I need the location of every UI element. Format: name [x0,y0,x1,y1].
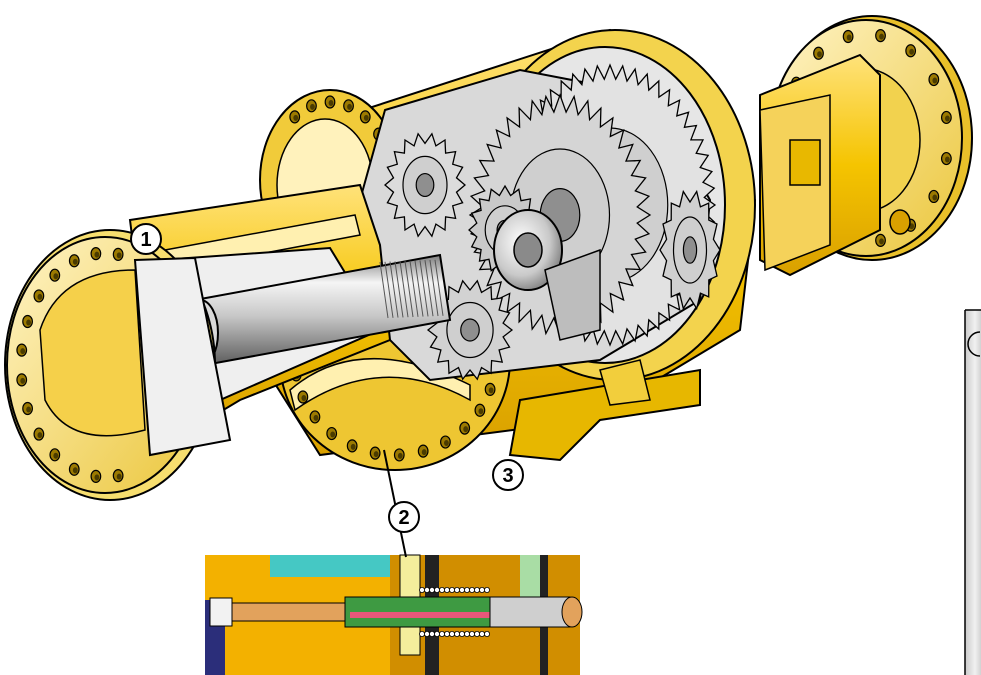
spring-coil [458,587,465,594]
shaft-spline [384,261,394,318]
bolt-hole-core [932,77,938,84]
spring-coil [483,631,490,638]
spring-coil [478,587,485,594]
spring-coil [438,631,445,638]
shaft-spline [394,261,404,318]
spring-coil [438,587,445,594]
bolt-hole-core [116,473,122,480]
housing-bolt-holes [289,95,496,462]
bolt-hole-core [817,51,822,58]
spring-coil [478,631,485,638]
bolt-hole-core [879,33,884,40]
callout-3: 3 [492,459,524,491]
bolt-hole-core [26,406,31,413]
side-panel [964,309,981,675]
spring-coil [458,631,465,638]
bolt-hole-core [293,114,299,121]
spring-coil [433,587,440,594]
bolt-hole-core [350,443,356,450]
bolt-hole-core [94,251,100,258]
bolt-hole-core [330,431,336,438]
bolt-hole-core [846,34,852,41]
bolt-hole-core [444,440,449,447]
callout-2-leader [383,449,407,558]
bolt-hole-core [421,449,427,456]
spring-coil [418,587,425,594]
left-flange [4,229,232,501]
spring-coil [428,587,435,594]
bolt-hole-core [116,252,122,259]
spring-coil [423,587,430,594]
bolt-hole-core [397,452,403,459]
bolt-hole-core [944,156,950,163]
callout-2: 2 [388,501,420,533]
bolt-hole-core [72,258,78,265]
bolt-hole-core [26,319,31,326]
shaft-spline [389,261,399,318]
callout-2-label: 2 [398,507,409,529]
shaft-spline [399,261,409,318]
planet-gear-upper-bore [415,172,435,198]
bolt-hole-core [37,293,43,300]
callout-1: 1 [130,223,162,255]
bolt-hole-core [932,194,938,201]
shaft-spline [419,260,429,317]
callout-1-label: 1 [140,229,151,251]
spring-coil [418,631,425,638]
spring-coil [483,587,490,594]
spring-coil [468,631,475,638]
bolt-hole-core [20,377,26,384]
valve-detail-inset [205,554,583,675]
callout-3-label: 3 [502,465,513,487]
spring-coil [433,631,440,638]
planet-gear-lower-bore [460,318,480,342]
bolt-hole-core [301,394,307,401]
spring-coil [463,587,470,594]
spring-coil [443,587,450,594]
bolt-hole-core [72,467,78,474]
bolt-hole-core [488,387,494,394]
spring-coil [423,631,430,638]
planet-gear-rear-bore [682,236,698,264]
bolt-hole-core [363,114,369,121]
spring-coil [443,631,450,638]
spring-coil [448,587,455,594]
bolt-hole-core [879,238,884,245]
bolt-hole-core [313,414,319,421]
shaft-spline [434,259,444,316]
bolt-hole-core [94,474,100,481]
output-shaft-housing [759,53,911,277]
shaft-spline [379,261,389,319]
bolt-hole-core [310,103,315,110]
bolt-hole-core [463,426,469,433]
spring-coil [448,631,455,638]
bolt-hole-core [37,432,43,439]
shaft-spline [409,260,419,317]
shaft-spline [429,259,439,317]
bolt-hole-core [20,348,26,355]
bolt-hole-core [53,273,59,280]
spring-coil [453,587,460,594]
bolt-hole-core [373,451,379,458]
spring-coil [473,587,480,594]
spring-coil [453,631,460,638]
bolt-hole-core [347,103,352,110]
spring-coil [463,631,470,638]
spring-coil [473,631,480,638]
shaft-spline [404,260,414,318]
bolt-hole-core [478,408,484,415]
bolt-hole-core [944,115,950,122]
spring-coil [428,631,435,638]
shaft-spline [424,260,434,317]
bolt-hole-core [328,100,334,106]
sun-gear-hub [493,209,601,341]
spring-coil [468,587,475,594]
bolt-hole-core [53,452,59,459]
left-flange-bolt-holes [16,247,124,483]
shaft-spline [414,260,424,317]
bolt-hole-core [909,48,915,55]
